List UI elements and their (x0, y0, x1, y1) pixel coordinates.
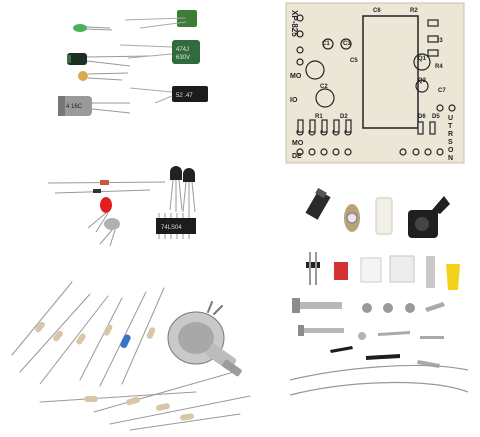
black-film-capacitor: 52 .47 (129, 86, 208, 104)
ref-r3: R3 (435, 38, 443, 44)
pcb-label-u: U (448, 115, 453, 122)
electrolytic-capacitor-small (67, 53, 151, 67)
pcb-right-labels: U T R S O N (448, 115, 454, 162)
green-cap-text-bottom: 630V (176, 55, 190, 61)
washer (358, 332, 366, 340)
diode-2 (54, 189, 151, 194)
metal-can-transistor (99, 218, 120, 247)
pcb-label-t: T (448, 123, 453, 130)
pin-header (306, 252, 320, 285)
small-screw-1 (378, 331, 410, 336)
transistor-1 (169, 166, 183, 212)
black-screw-2 (366, 354, 400, 360)
ref-d6: D6 (418, 114, 426, 120)
potentiometer-bracket (344, 204, 360, 232)
green-cap-text-top: 474J (176, 47, 189, 53)
pcb-label-r: R (448, 131, 453, 138)
pcb-label-mo: MO (290, 73, 302, 80)
hex-nut-2 (383, 303, 393, 313)
small-screw-2 (420, 336, 444, 339)
ref-c7: C7 (438, 88, 446, 94)
resistor-9 (109, 395, 251, 425)
pcb-board: XP-825 U T R S O N MO IO MO DE C6 R2 C1 … (285, 2, 465, 164)
ref-r2: R2 (410, 8, 418, 14)
metal-standoff (426, 256, 435, 288)
resistor-8 (93, 371, 235, 413)
pcb-label-mo-bottom: MO (292, 140, 304, 147)
ref-r4: R4 (435, 64, 443, 70)
electrolytic-capacitor-large: 4 16C (58, 96, 131, 116)
semiconductors-group: 74LS04 (47, 166, 196, 247)
pcb-resistor-outlines (297, 19, 439, 135)
slide-switch (305, 187, 331, 220)
capacitor-group: 474J 630V 4 16C 52 .47 (58, 10, 208, 116)
jumper-red (334, 262, 348, 280)
resistor-7 (39, 391, 197, 403)
resistor-3 (39, 295, 109, 385)
self-tapping-screw (417, 360, 440, 368)
ref-q2: Q2 (418, 78, 427, 84)
hex-nut-3 (405, 303, 415, 313)
ref-c3: C3 (343, 41, 351, 47)
resistor-6 (121, 287, 165, 385)
machine-screw-long-2 (298, 325, 344, 336)
pcb-label-de: DE (292, 153, 302, 160)
ref-c2: C2 (320, 84, 328, 90)
red-led (87, 197, 112, 233)
resistor-5 (99, 291, 147, 387)
yellow-wire-nut (446, 264, 460, 290)
pcb-label-s: S (448, 139, 453, 146)
green-film-capacitor: 474J 630V (119, 40, 200, 64)
green-led (73, 24, 113, 32)
pcb-board-id: XP-825 (290, 10, 299, 37)
ref-d5: D5 (432, 114, 440, 120)
hardware-group (305, 187, 460, 290)
white-connector (360, 257, 382, 283)
small-film-capacitor (124, 10, 197, 29)
silver-cap-text: 4 16C (66, 104, 83, 110)
diode (47, 180, 166, 185)
wood-screw-1 (425, 302, 445, 312)
white-housing (389, 255, 415, 283)
pcb-label-o: O (448, 147, 454, 154)
pcb-label-n: N (448, 155, 453, 162)
resistor-4 (79, 297, 123, 381)
resistor-10 (129, 413, 241, 431)
black-screw-1 (330, 346, 353, 353)
ref-q1: Q1 (418, 56, 427, 62)
white-spacer (375, 197, 393, 235)
ic-chip: 74LS04 (156, 213, 196, 239)
ref-d2: D2 (340, 114, 348, 120)
ref-r1: R1 (315, 114, 323, 120)
resistor-1 (11, 281, 73, 356)
potentiometer (167, 301, 242, 377)
dc-jack (408, 196, 450, 238)
ref-c6: C6 (373, 8, 381, 14)
ref-c5: C5 (350, 58, 358, 64)
machine-screw-long (292, 298, 342, 313)
ref-c1: C1 (322, 41, 330, 47)
resistors-group (11, 281, 251, 431)
resistor-2 (19, 293, 91, 373)
transistor-2 (182, 168, 196, 214)
ceramic-disc-capacitor (78, 71, 129, 81)
hex-nut-1 (362, 303, 372, 313)
screws-group (289, 298, 469, 396)
ic-marking: 74LS04 (161, 225, 182, 231)
pcb-component-refs: C6 R2 C1 C3 C5 C2 R1 D2 R3 R4 Q1 Q2 C7 D… (315, 8, 446, 120)
black-cap-text: 52 .47 (176, 93, 193, 99)
solid-wire (289, 364, 469, 396)
pcb-label-io: IO (290, 97, 298, 104)
